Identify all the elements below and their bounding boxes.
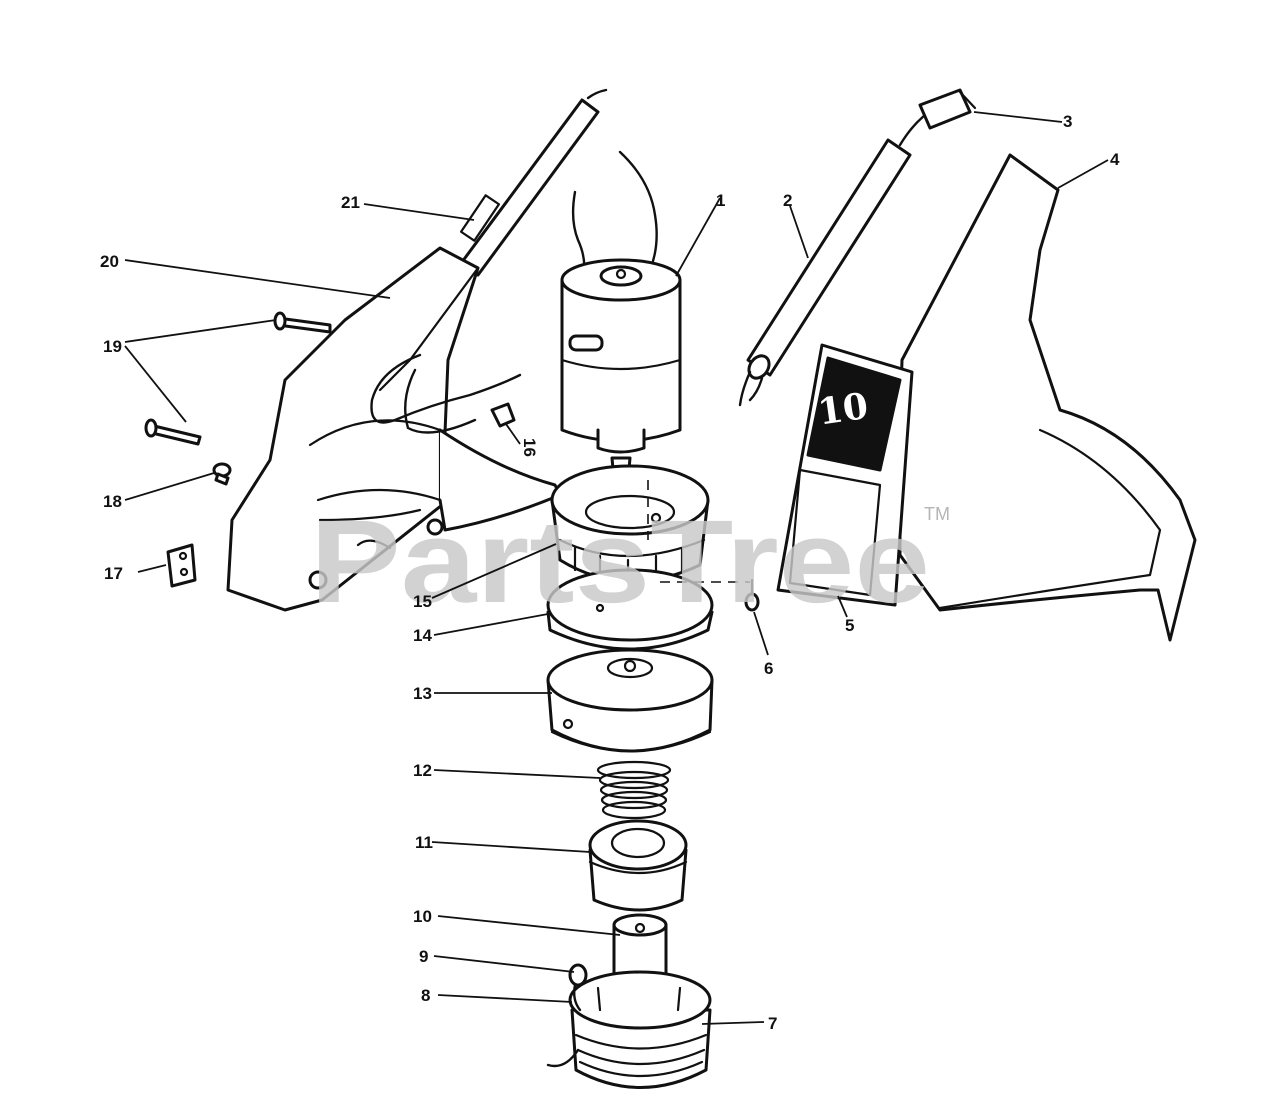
part-4-housing-right xyxy=(898,153,1197,642)
part-12-spring xyxy=(596,760,672,820)
callout-16: 16 xyxy=(520,438,539,457)
callout-18: 18 xyxy=(103,492,122,511)
part-2-switch-tube xyxy=(738,106,937,407)
callout-4: 4 xyxy=(1110,150,1120,169)
part-9-eyelet xyxy=(568,963,588,987)
part-8-line xyxy=(572,983,582,1012)
callout-8: 8 xyxy=(421,986,430,1005)
callout-20: 20 xyxy=(100,252,119,271)
callout-1: 1 xyxy=(716,191,725,210)
callout-2: 2 xyxy=(783,191,792,210)
callout-11: 11 xyxy=(415,833,433,852)
callout-17: 17 xyxy=(104,564,123,583)
callout-numbers: 1 2 3 4 5 6 7 8 9 10 11 12 13 14 15 16 1… xyxy=(100,112,1120,1033)
callout-7: 7 xyxy=(768,1014,777,1033)
callout-21: 21 xyxy=(341,193,360,212)
part-3-connector xyxy=(918,88,977,130)
part-11-spool xyxy=(588,819,688,912)
part-5-decal: 10 xyxy=(776,343,914,607)
part-17-plate xyxy=(166,543,197,588)
part-21-shaft-tube xyxy=(459,88,608,277)
part-14-disc xyxy=(546,568,714,651)
decal-label: 10 xyxy=(815,385,870,434)
part-20-housing-half xyxy=(226,246,562,612)
watermark-trademark: TM xyxy=(924,504,950,524)
watermark-text: PartsTree xyxy=(310,496,930,628)
callout-13: 13 xyxy=(413,684,432,703)
leader-lines xyxy=(124,111,1109,1025)
callout-15: 15 xyxy=(413,592,432,611)
callout-14: 14 xyxy=(413,626,432,645)
part-19-screw-lower xyxy=(144,418,202,446)
callout-19: 19 xyxy=(103,337,122,356)
callout-5: 5 xyxy=(845,616,854,635)
part-13-spool-housing xyxy=(546,648,714,753)
part-18-screw xyxy=(212,462,232,486)
callout-12: 12 xyxy=(413,761,432,780)
callout-6: 6 xyxy=(764,659,773,678)
callout-9: 9 xyxy=(419,947,428,966)
part-1-motor xyxy=(560,150,682,502)
callout-10: 10 xyxy=(413,907,432,926)
callout-3: 3 xyxy=(1063,112,1072,131)
part-15-cap-ring xyxy=(550,464,710,587)
part-16-wire-nut xyxy=(490,402,516,428)
part-6-screw xyxy=(660,578,760,612)
part-7-base xyxy=(546,970,712,1089)
part-19-screw-upper xyxy=(273,311,332,334)
